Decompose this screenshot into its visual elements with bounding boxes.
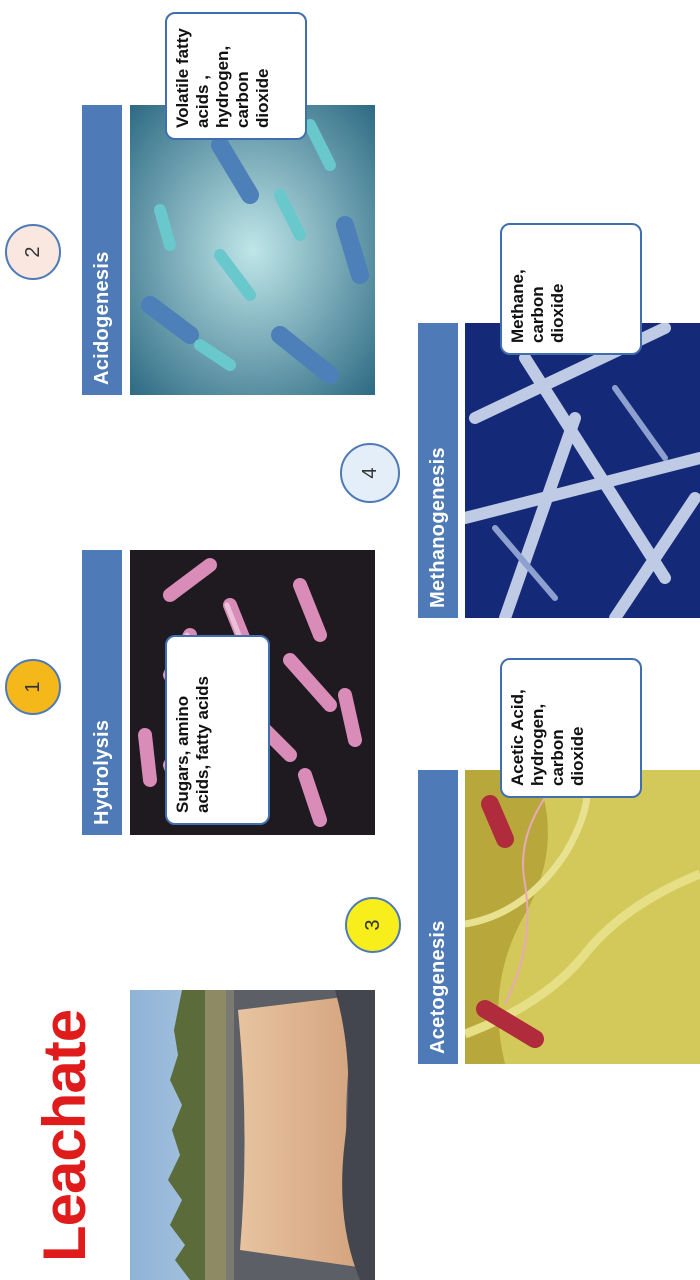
stage-1-products: Sugars, amino acids, fatty acids xyxy=(165,635,270,825)
leachate-photo xyxy=(130,990,375,1280)
stage-3-products: Acetic Acid, hydrogen, carbon dioxide xyxy=(500,658,642,798)
stage-2-products: Volatile fatty acids , hydrogen, carbon … xyxy=(165,12,307,140)
stage-3-photo xyxy=(465,770,700,1064)
stage-2-number: 2 xyxy=(5,224,61,280)
stage-4-photo xyxy=(465,323,700,618)
stage-4-title: Methanogenesis xyxy=(418,323,458,618)
leachate-title: Leachate xyxy=(30,1010,99,1262)
stage-1-number: 1 xyxy=(5,659,61,715)
stage-2-title: Acidogenesis xyxy=(82,105,122,395)
stage-2-photo xyxy=(130,105,375,395)
stage-4-products: Methane, carbon dioxide xyxy=(500,223,642,355)
stage-3-number: 3 xyxy=(345,897,401,953)
stage-1-title: Hydrolysis xyxy=(82,550,122,835)
stage-4-number: 4 xyxy=(340,443,400,503)
stage-3-title: Acetogenesis xyxy=(418,770,458,1064)
